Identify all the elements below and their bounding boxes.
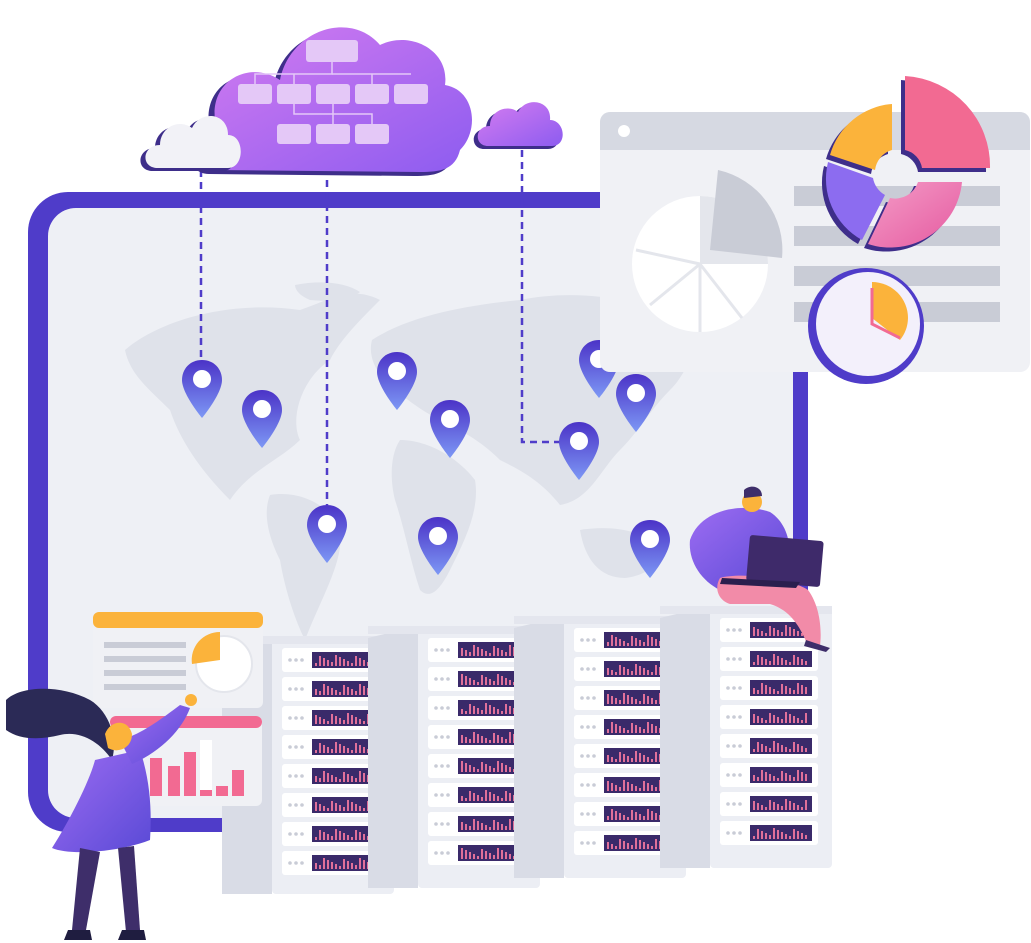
cloud-network-icon xyxy=(188,27,472,176)
man-figure xyxy=(689,486,830,652)
bar-chart-icon xyxy=(150,740,244,796)
pie-chart-icon xyxy=(191,631,253,693)
server-rack-2 xyxy=(368,626,540,888)
cloud-icon xyxy=(140,115,241,171)
pie-chart-icon xyxy=(632,170,783,332)
analytics-window xyxy=(600,112,1030,372)
donut-chart-icon xyxy=(821,76,991,252)
cloud-connections xyxy=(199,150,560,505)
server-racks xyxy=(222,606,832,894)
laptop-icon xyxy=(720,535,824,588)
window-dot-icon xyxy=(618,125,630,137)
clock-icon xyxy=(808,268,924,384)
cloud-icon xyxy=(473,102,563,149)
server-rack-3 xyxy=(514,616,686,878)
server-rack-4 xyxy=(660,606,832,868)
woman-figure xyxy=(6,688,197,940)
